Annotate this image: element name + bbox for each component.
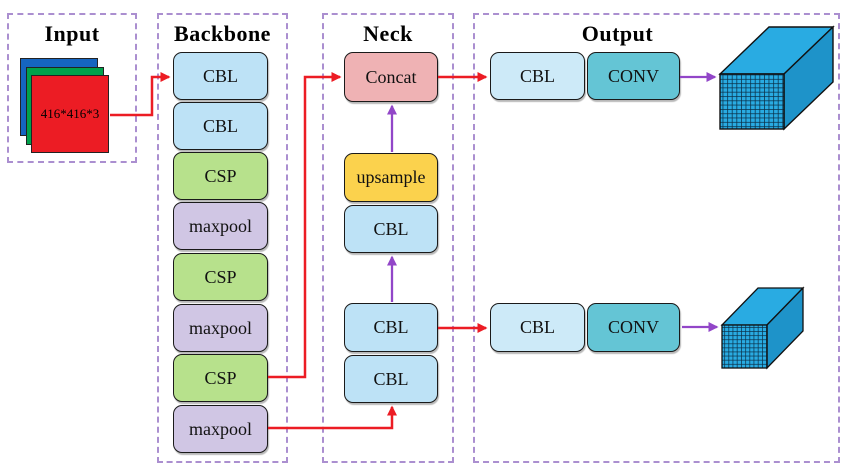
backbone-block-cbl-1: CBL [173, 52, 268, 100]
backbone-group-title: Backbone [174, 21, 271, 46]
feature-map-cube-small [720, 286, 805, 370]
neck-block-concat: Concat [344, 52, 438, 102]
input-group-title: Input [44, 21, 100, 46]
neck-block-cbl-top: CBL [344, 205, 438, 253]
backbone-block-csp-1: CSP [173, 152, 268, 200]
backbone-block-maxpool-1: maxpool [173, 202, 268, 250]
neck-block-upsample: upsample [344, 153, 438, 202]
neck-block-cbl-mid: CBL [344, 303, 438, 352]
backbone-block-maxpool-2: maxpool [173, 304, 268, 352]
output-row1-conv: CONV [587, 52, 680, 100]
output-row2-cbl: CBL [490, 303, 585, 352]
backbone-block-maxpool-3: maxpool [173, 405, 268, 453]
neck-block-cbl-bot: CBL [344, 355, 438, 403]
output-group-title: Output [581, 21, 654, 46]
output-row2-conv: CONV [587, 303, 680, 352]
feature-map-cube-large [718, 25, 835, 131]
output-group-box: Output [473, 13, 840, 463]
backbone-block-csp-2: CSP [173, 253, 268, 301]
input-image-size-label: 416*416*3 [40, 106, 100, 121]
backbone-block-cbl-2: CBL [173, 102, 268, 150]
output-row1-cbl: CBL [490, 52, 585, 100]
backbone-block-csp-3: CSP [173, 354, 268, 402]
neck-group-title: Neck [363, 21, 413, 46]
input-image-layer-red: 416*416*3 [31, 75, 109, 153]
